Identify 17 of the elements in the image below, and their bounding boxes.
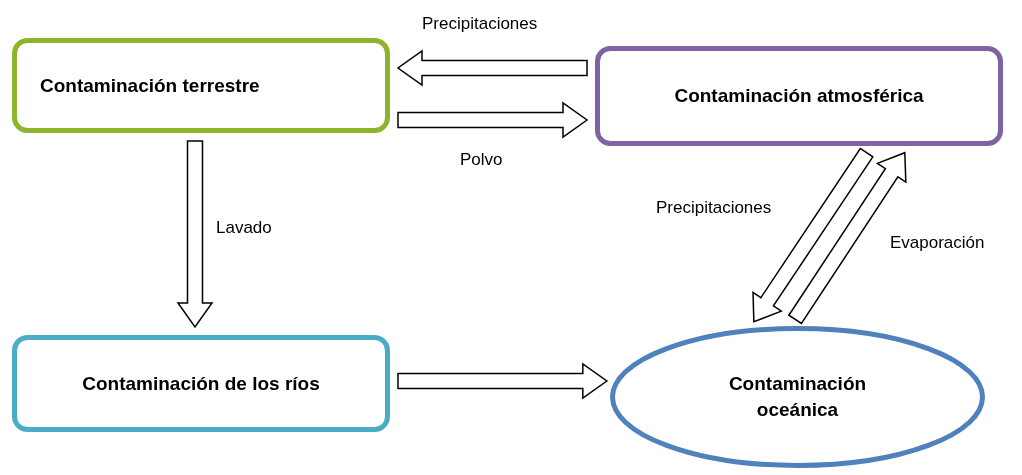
- rounded-box: [12, 335, 390, 432]
- edge-label: Precipitaciones: [420, 14, 540, 34]
- node-label: Contaminación de los ríos: [82, 371, 320, 396]
- node-label: Contaminación atmosférica: [674, 84, 924, 109]
- block-arrow: [176, 140, 214, 329]
- block-arrow: [752, 147, 874, 323]
- block-arrow: [397, 362, 609, 400]
- block-arrow: [397, 101, 589, 139]
- rounded-box: [595, 46, 1003, 146]
- ellipse-node: [610, 326, 985, 468]
- block-arrow: [396, 49, 588, 87]
- node-label: Contaminación oceánica: [727, 372, 868, 422]
- block-arrow: [787, 151, 907, 325]
- edge-label: Precipitaciones: [654, 198, 774, 218]
- node-label: Contaminación terrestre: [40, 73, 260, 98]
- rounded-box: [12, 38, 390, 133]
- edge-label: Evaporación: [888, 233, 987, 253]
